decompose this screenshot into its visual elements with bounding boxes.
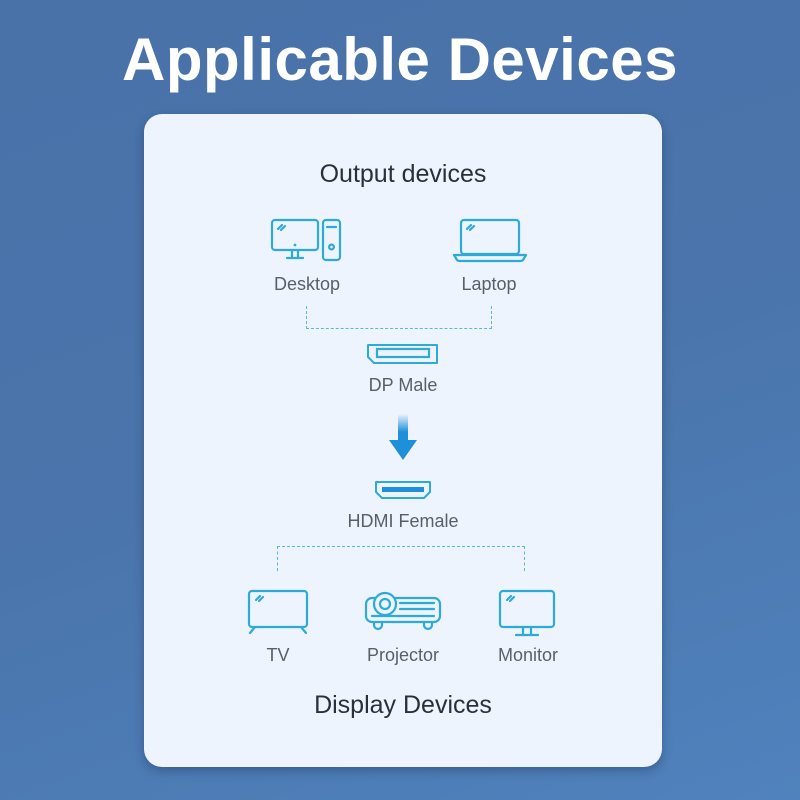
laptop-icon [452, 218, 528, 263]
devices-card: Output devices Desktop Laptop D [144, 114, 662, 767]
display-device-tv-label: TV [266, 645, 290, 665]
page-title: Applicable Devices [122, 26, 678, 93]
display-device-projector-label: Projector [366, 645, 440, 665]
target-connector-label: HDMI Female [347, 511, 459, 531]
monitor-icon [498, 589, 556, 637]
projector-icon [364, 591, 442, 631]
arrow-down-icon [389, 414, 417, 460]
source-connector-label: DP Male [368, 375, 438, 395]
output-device-laptop-label: Laptop [461, 274, 517, 294]
hdmi-icon [375, 481, 431, 499]
output-connector-lines [306, 306, 492, 329]
desktop-icon [270, 218, 342, 262]
output-devices-heading: Output devices [319, 160, 487, 188]
display-device-monitor-label: Monitor [497, 645, 559, 665]
displayport-icon [367, 344, 438, 364]
display-connector-lines [277, 546, 525, 571]
tv-icon [247, 589, 309, 635]
display-devices-heading: Display Devices [314, 691, 492, 719]
output-device-desktop-label: Desktop [273, 274, 341, 294]
